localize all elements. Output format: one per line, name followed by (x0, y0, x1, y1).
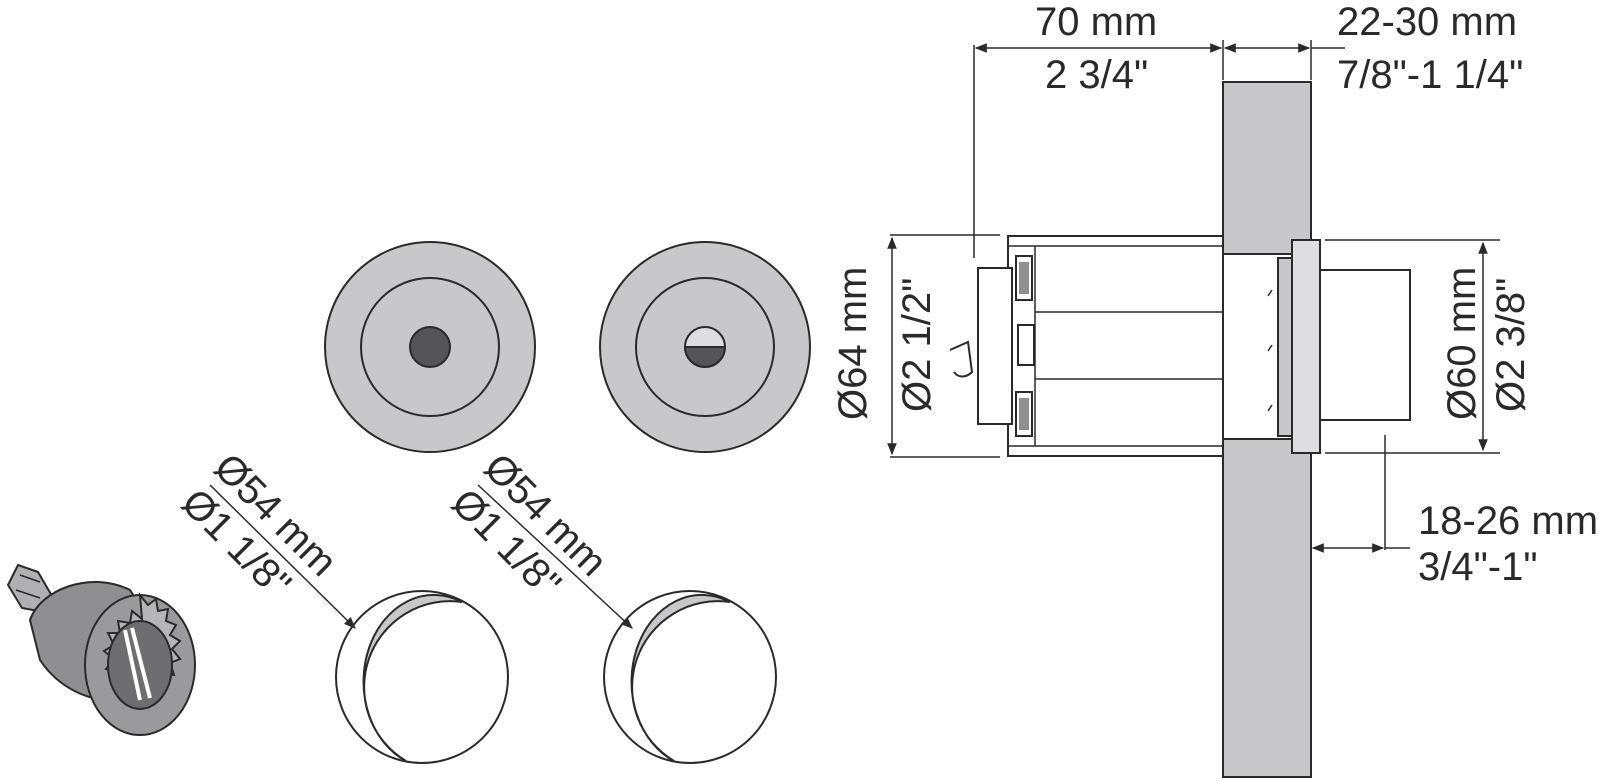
label-70mm: 70 mm (1035, 0, 1157, 44)
door-section (1222, 81, 1312, 778)
label-70mm-imperial: 2 3/4" (1045, 53, 1148, 97)
lock-body (949, 235, 1411, 457)
hole-saw-icon (6, 563, 196, 736)
label-depth-imperial: 3/4"-1" (1418, 545, 1538, 589)
label-60mm: Ø60 mm (1440, 267, 1484, 420)
label-64mm-imperial: Ø2 1/2" (895, 278, 939, 412)
rosette-front-icon (324, 241, 536, 453)
label-64mm: Ø64 mm (831, 267, 875, 420)
hole-left (335, 590, 509, 764)
rosette-back-icon (599, 241, 811, 453)
label-door-thickness-imperial: 7/8"-1 1/4" (1337, 53, 1523, 97)
leader-left (209, 484, 356, 629)
hole-right (603, 590, 777, 764)
leader-right (477, 484, 633, 629)
label-door-thickness: 22-30 mm (1337, 0, 1517, 44)
label-60mm-imperial: Ø2 3/8" (1489, 278, 1533, 412)
label-depth: 18-26 mm (1418, 499, 1598, 543)
